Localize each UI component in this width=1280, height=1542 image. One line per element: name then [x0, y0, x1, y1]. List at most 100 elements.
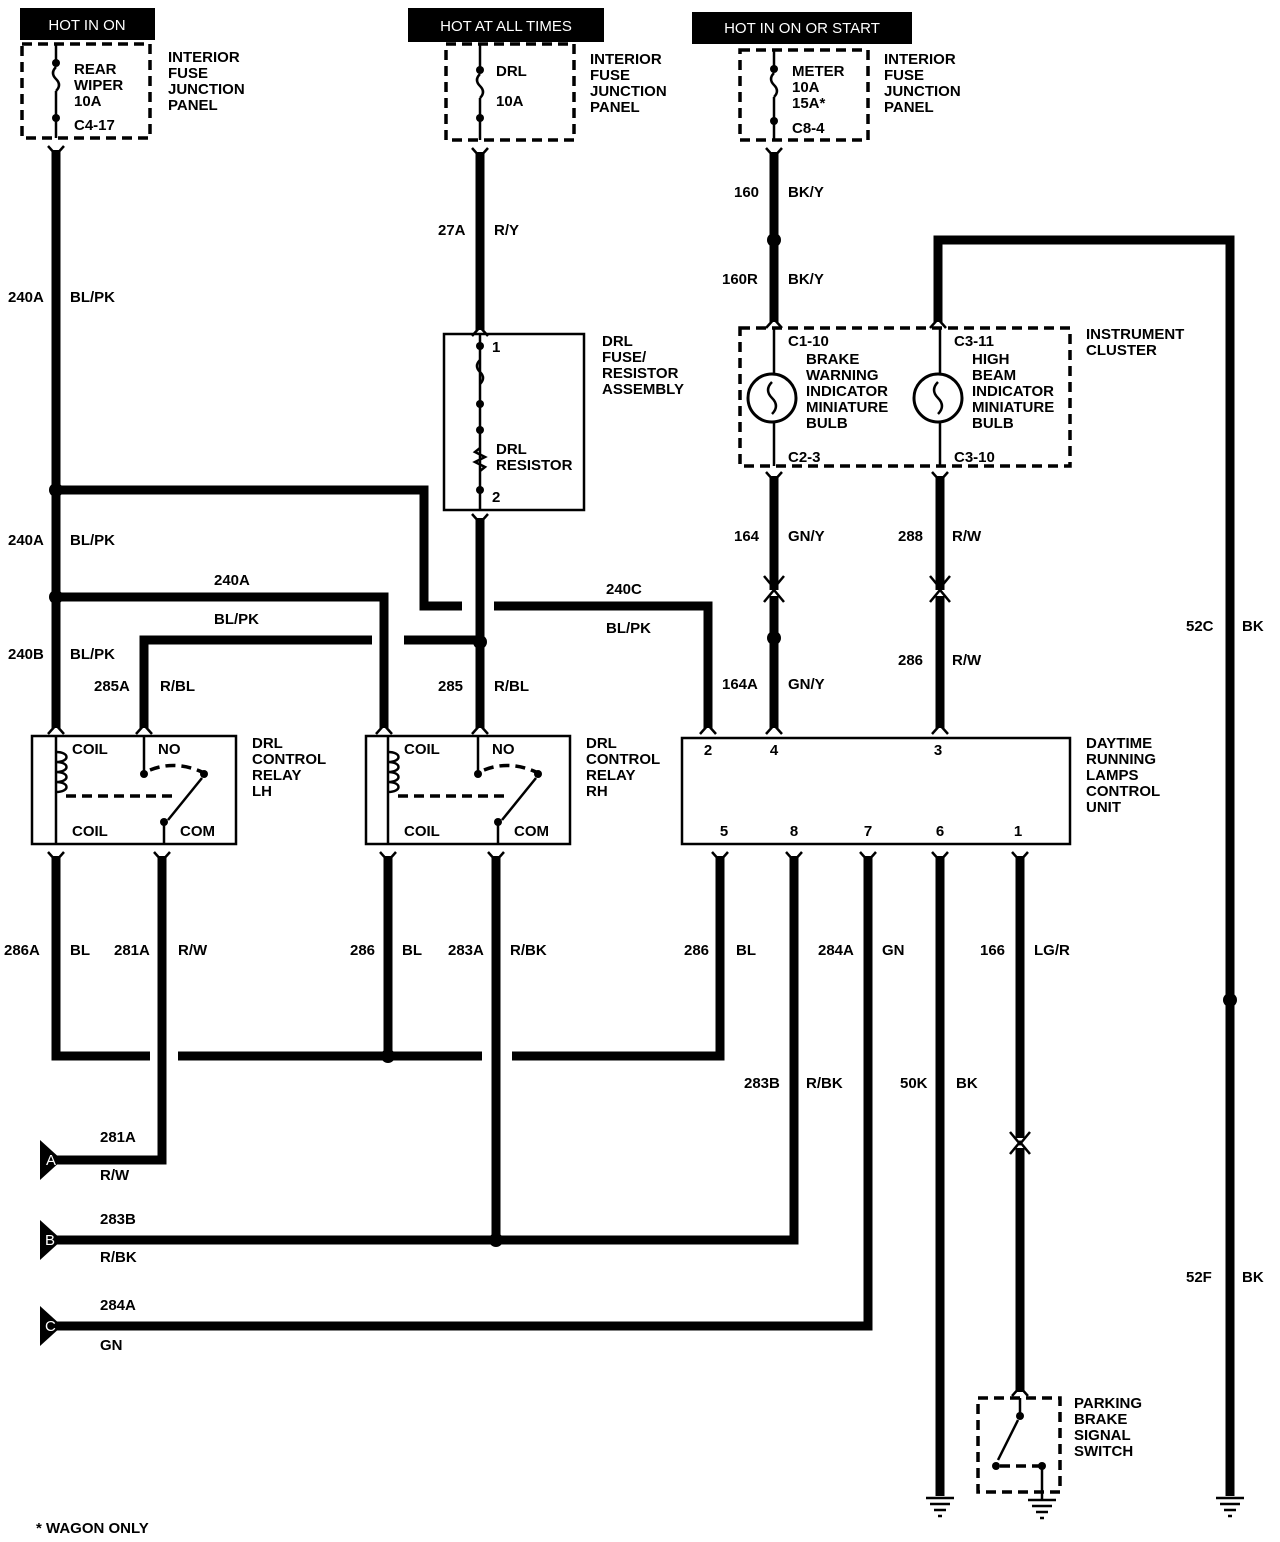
high-bulb-label4: MINIATURE — [972, 399, 1054, 416]
relay-rh-no: NO — [492, 741, 515, 758]
wire-52C-num: 52C — [1186, 618, 1214, 635]
wire-240C-num: 240C — [606, 581, 642, 598]
fuse-rear-wiper-connector: C4-17 — [74, 117, 115, 134]
ground-icon-1 — [926, 1496, 954, 1518]
wire-286-rw-num: 286 — [898, 652, 923, 669]
wire-240A-3-num: 240A — [214, 572, 250, 589]
wire-288-col: R/W — [952, 528, 982, 545]
panel3-line3: JUNCTION — [884, 83, 961, 100]
wire-50K-col: BK — [956, 1075, 978, 1092]
wire-240A-col: BL/PK — [70, 289, 115, 306]
fuse-drl: DRL 10A INTERIOR FUSE JUNCTION PANEL — [444, 42, 667, 142]
connector-a-letter: A — [46, 1152, 56, 1169]
brake-bulb-label5: BULB — [806, 415, 848, 432]
cluster-title2: CLUSTER — [1086, 342, 1157, 359]
resistor-label2: RESISTOR — [496, 457, 573, 474]
brake-bulb-in: C1-10 — [788, 333, 829, 350]
header-hot-in-on-text: HOT IN ON — [48, 17, 125, 34]
cu-pin-5: 5 — [720, 823, 728, 840]
pb-switch-line4: SWITCH — [1074, 1443, 1133, 1460]
wire-164A-col: GN/Y — [788, 676, 825, 693]
pb-switch-line3: SIGNAL — [1074, 1427, 1131, 1444]
wire-286-col: BL — [402, 942, 422, 959]
cluster-title1: INSTRUMENT — [1086, 326, 1184, 343]
header-hot-in-on-or-start: HOT IN ON OR START — [692, 12, 912, 44]
relay-rh-coil-top: COIL — [404, 741, 440, 758]
wire-52F-num: 52F — [1186, 1269, 1212, 1286]
panel1-line3: JUNCTION — [168, 81, 245, 98]
resistor-pin2: 2 — [492, 489, 500, 506]
relay-lh-title2: CONTROL — [252, 751, 326, 768]
wire-286-cu-num: 286 — [684, 942, 709, 959]
connector-c: C 284A GN — [40, 1297, 136, 1354]
relay-lh-title3: RELAY — [252, 767, 301, 784]
connector-c-col: GN — [100, 1337, 123, 1354]
wire-283B-col: R/BK — [806, 1075, 843, 1092]
wire-285-num: 285 — [438, 678, 463, 695]
brake-bulb-label1: BRAKE — [806, 351, 859, 368]
relay-lh-coil-bottom: COIL — [72, 823, 108, 840]
wire-240A-2-num: 240A — [8, 532, 44, 549]
connector-b: B 283B R/BK — [40, 1211, 137, 1266]
cu-pin-8: 8 — [790, 823, 798, 840]
relay-lh-title4: LH — [252, 783, 272, 800]
panel3-line1: INTERIOR — [884, 51, 956, 68]
wire-164-col: GN/Y — [788, 528, 825, 545]
wire-283B-num: 283B — [744, 1075, 780, 1092]
splice-dots — [49, 233, 1237, 1247]
panel1-line4: PANEL — [168, 97, 218, 114]
wire-286-rw-col: R/W — [952, 652, 982, 669]
wire-240A-3-col: BL/PK — [214, 611, 259, 628]
wire-281A-num: 281A — [114, 942, 150, 959]
wire-240B-num: 240B — [8, 646, 44, 663]
cu-title1: DAYTIME — [1086, 735, 1152, 752]
wire-286A-num: 286A — [4, 942, 40, 959]
panel2-line4: PANEL — [590, 99, 640, 116]
resistor-pin1: 1 — [492, 339, 500, 356]
cu-title5: UNIT — [1086, 799, 1121, 816]
fuse-drl-rating: 10A — [496, 93, 524, 110]
cu-pin-2: 2 — [704, 742, 712, 759]
wire-52C-col: BK — [1242, 618, 1264, 635]
relay-rh-title2: CONTROL — [586, 751, 660, 768]
wire-164-num: 164 — [734, 528, 760, 545]
pb-switch-line1: PARKING — [1074, 1395, 1142, 1412]
relay-rh-title4: RH — [586, 783, 608, 800]
cu-pin-1: 1 — [1014, 823, 1022, 840]
wire-27A-num: 27A — [438, 222, 466, 239]
instrument-cluster: C1-10 BRAKE WARNING INDICATOR MINIATURE … — [738, 326, 1184, 468]
cu-pin-4: 4 — [770, 742, 779, 759]
ground-icon-3 — [1216, 1496, 1244, 1518]
header-hot-in-on-or-start-text: HOT IN ON OR START — [724, 20, 880, 37]
connector-c-letter: C — [45, 1318, 56, 1335]
high-bulb-in: C3-11 — [954, 333, 994, 350]
drl-resistor-assembly: 1 2 DRL RESISTOR DRL FUSE/ RESISTOR ASSE… — [442, 332, 684, 512]
fuse-drl-name: DRL — [496, 63, 527, 80]
fuse-rear-wiper-name2: WIPER — [74, 77, 123, 94]
wire-27A-col: R/Y — [494, 222, 519, 239]
fuse-meter-connector: C8-4 — [792, 120, 825, 137]
wire-166-num: 166 — [980, 942, 1005, 959]
connector-a-num: 281A — [100, 1129, 136, 1146]
fuse-meter-name: METER — [792, 63, 845, 80]
relay-rh-title1: DRL — [586, 735, 617, 752]
wire-240C-col: BL/PK — [606, 620, 651, 637]
panel2-line2: FUSE — [590, 67, 630, 84]
cu-title4: CONTROL — [1086, 783, 1160, 800]
cu-pin-3: 3 — [934, 742, 942, 759]
parking-brake-signal-switch: PARKING BRAKE SIGNAL SWITCH — [976, 1395, 1142, 1500]
relay-lh-no: NO — [158, 741, 181, 758]
resistor-title1: DRL — [602, 333, 633, 350]
wire-285-col: R/BL — [494, 678, 529, 695]
panel3-line2: FUSE — [884, 67, 924, 84]
panel1-line2: FUSE — [168, 65, 208, 82]
relay-lh-com: COM — [180, 823, 215, 840]
wire-240B-col: BL/PK — [70, 646, 115, 663]
wire-285A-col: R/BL — [160, 678, 195, 695]
wire-284A-col: GN — [882, 942, 905, 959]
wire-286-cu-col: BL — [736, 942, 756, 959]
connector-b-letter: B — [45, 1232, 55, 1249]
header-hot-in-on: HOT IN ON — [20, 8, 155, 40]
panel2-line1: INTERIOR — [590, 51, 662, 68]
